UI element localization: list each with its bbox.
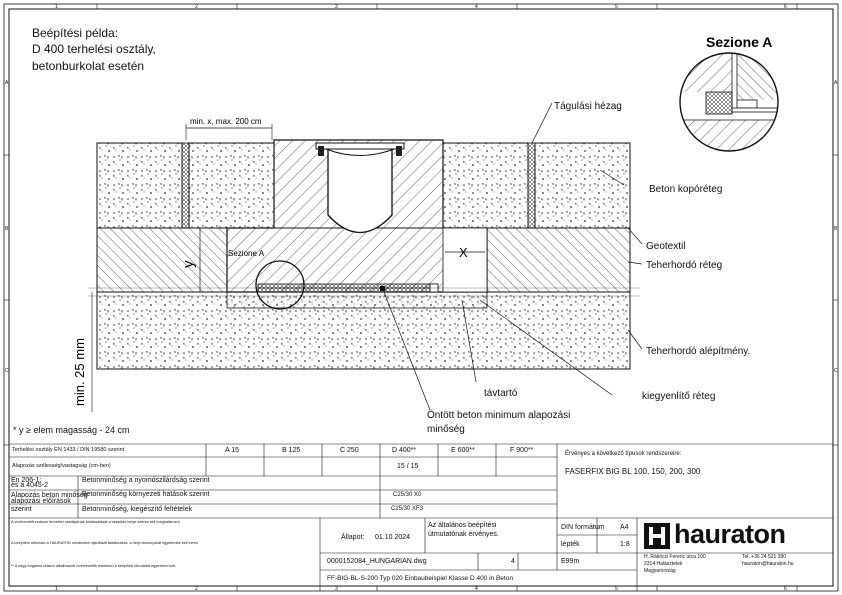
label-bearing-layer: Teherhordó réteg <box>646 260 722 271</box>
valid-for-value: FASERFIX BIG BL 100, 150, 200, 300 <box>565 467 701 476</box>
grid-right-a: A <box>834 80 838 86</box>
drawing-title-line-1: Beépítési példa: <box>32 26 118 40</box>
grid-left-c: C <box>5 368 9 374</box>
grid-top-5: 5 <box>615 4 618 10</box>
class-a15: A 15 <box>225 447 240 454</box>
label-subbase: Teherhordó alépítmény. <box>646 346 750 357</box>
status-note-1: Az általános beépítési <box>428 522 497 529</box>
grid-bottom-6: 6 <box>784 586 787 592</box>
grid-top-2: 2 <box>195 4 198 10</box>
concrete-c25-xf3: C25/30 XF3 <box>391 506 424 512</box>
drawing-title: FF-BIG-BL-S-200 Typ 020 Einbaubeispiel K… <box>327 575 513 582</box>
class-d400: D 400** <box>392 447 417 454</box>
grid-bottom-3: 3 <box>335 586 338 592</box>
file-code: E99m <box>561 558 580 565</box>
grid-top-4: 4 <box>475 4 478 10</box>
label-cast-concrete: Öntött beton minimum alapozási <box>427 409 570 421</box>
status-note-2: útmutatónak érvényes. <box>428 531 499 538</box>
scale-label: lépték <box>561 541 580 548</box>
table-left-small-1: En 206-1: <box>11 477 42 484</box>
status-date: 01.10.2024 <box>375 534 411 541</box>
label-expansion-joint: Tágulási hézag <box>554 101 622 112</box>
class-b125: B 125 <box>282 447 301 454</box>
table-left-small-5: szerint <box>11 506 32 513</box>
footnote: * y ≥ elem magasság - 24 cm <box>13 425 129 435</box>
contact-email: hauraton@hauraton.hu <box>742 561 794 567</box>
scale-value: 1:8 <box>620 541 630 548</box>
dim-y: y <box>180 260 197 268</box>
class-e600: E 600** <box>451 447 475 454</box>
note-3: ** A nagy forgalmú utakon alkalmazott ví… <box>11 564 177 568</box>
hauraton-logo-icon <box>644 523 670 549</box>
grid-right-c: C <box>834 368 838 374</box>
file-name: 0000152084_HUNGARIAN.dwg <box>327 558 427 565</box>
grid-left-a: A <box>5 80 9 86</box>
dim-top: min. x, max. 200 cm <box>190 117 262 126</box>
file-index: 4 <box>511 558 515 565</box>
drawing-title-line-2: D 400 terhelési osztály, <box>32 42 156 56</box>
section-a-marker-label: Sezione A <box>228 249 265 258</box>
brand-name: hauraton <box>674 519 786 549</box>
class-f900: F 900** <box>510 447 534 454</box>
label-leveling: kiegyenlítő réteg <box>642 391 715 402</box>
grid-bottom-1: 1 <box>55 586 58 592</box>
din-format-value: A4 <box>620 524 629 531</box>
grid-top-1: 1 <box>55 4 58 10</box>
sheet-frame <box>3 3 839 592</box>
cross-section <box>88 102 643 412</box>
concrete-strength-label: Betonminőség a nyomószilárdság szerint <box>82 477 210 484</box>
grid-bottom-4: 4 <box>475 586 478 592</box>
concrete-env-label: Betonminőség környezeti hatások szerint <box>82 491 210 498</box>
foundation-label: Alapozás szélesség/vastagság (cm-ben) <box>12 463 111 469</box>
status-label: Állapot: <box>341 534 365 541</box>
grid-left-b: B <box>5 226 9 232</box>
table-left-small-2: és a 4045-2 <box>11 482 48 489</box>
concrete-c25-x0: C25/30 X0 <box>393 492 422 498</box>
dim-min-25: min. 25 mm <box>72 338 87 406</box>
grid-top-3: 3 <box>335 4 338 10</box>
section-a-title: Sezione A <box>706 34 772 50</box>
class-c250: C 250 <box>340 447 359 454</box>
grid-right-b: B <box>834 226 838 232</box>
grid-bottom-5: 5 <box>615 586 618 592</box>
grid-ticks <box>4 4 838 591</box>
grid-bottom-2: 2 <box>195 586 198 592</box>
contact-phone: Tel. +36 24 521 390 <box>742 554 787 560</box>
label-geotextile: Geotextil <box>646 241 685 252</box>
foundation-value: 15 / 15 <box>397 463 419 470</box>
note-2: A beépítési útmutató a HAURATON mindenko… <box>11 541 199 545</box>
address-1: H. Rákóczi Ferenc utca 100 <box>644 554 706 560</box>
grid-top-6: 6 <box>784 4 787 10</box>
label-concrete-surface: Beton kopóréteg <box>649 184 722 195</box>
valid-for-label: Érvényes a következő típusok rendszereir… <box>565 451 682 457</box>
title-block <box>9 443 833 591</box>
address-3: Magyarország <box>644 568 676 574</box>
table-left-small-3: Alapozás beton minőség <box>11 492 88 499</box>
hauraton-logo: hauraton <box>644 519 832 551</box>
drawing-title-line-3: betonburkolat esetén <box>32 59 144 73</box>
table-standard: Terhelési osztály EN 1433 / DIN 19580 sz… <box>12 447 125 453</box>
address-2: 2314 Halásztelek <box>644 561 683 567</box>
concrete-extra-label: Betonminőség, kiegészítő feltételek <box>82 506 193 513</box>
table-left-small-4: alapozási előírások <box>11 498 71 505</box>
section-a-detail <box>679 52 779 152</box>
dim-x: X <box>459 245 468 260</box>
label-cast-concrete-2: minőség <box>427 424 465 435</box>
din-format-label: DIN formátum <box>561 524 605 531</box>
label-spacer: távtartó <box>484 388 518 399</box>
note-1: A vízelvezetőrendszer terhelési osztályá… <box>11 520 181 524</box>
